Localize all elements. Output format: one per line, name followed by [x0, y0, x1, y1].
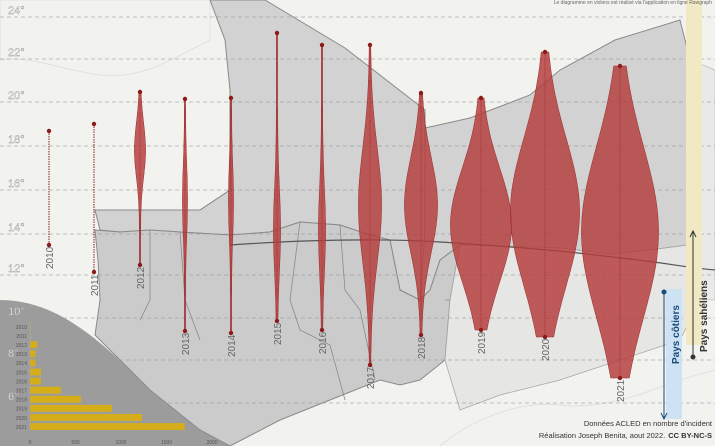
violin-top-dot-2016	[319, 42, 325, 48]
bar-tick-2000: 2000	[206, 440, 217, 446]
violin-bottom-dot-2010	[46, 242, 52, 248]
bar-2021	[30, 423, 185, 430]
violin-year-label-2011: 2011	[90, 274, 101, 296]
violin-year-label-2020: 2020	[541, 338, 552, 361]
bar-label-2010: 2010	[16, 325, 27, 331]
violin-top-dot-2019	[478, 95, 484, 101]
bar-label-2018: 2018	[16, 398, 27, 404]
bar-tick-0: 0	[29, 440, 32, 446]
bar-label-2012: 2012	[16, 343, 27, 349]
violin-top-dot-2021	[617, 63, 623, 69]
coastal-arrow-dot	[661, 289, 667, 295]
lat-label: 12°	[8, 263, 25, 275]
violin-year-label-2017: 2017	[366, 366, 377, 389]
lat-label: 22°	[8, 47, 25, 59]
bar-2012	[30, 341, 38, 349]
violin-year-label-2016: 2016	[318, 331, 329, 354]
bar-label-2020: 2020	[16, 416, 27, 422]
sahel-band	[686, 0, 702, 345]
sahel-arrow-head	[689, 229, 697, 238]
bar-label-2016: 2016	[16, 379, 27, 385]
bar-2020	[30, 414, 142, 421]
sahel-arrow-dot	[690, 354, 696, 360]
bar-label-2011: 2011	[16, 334, 27, 340]
bar-label-2015: 2015	[16, 370, 27, 376]
bar-2018	[30, 395, 81, 403]
coastal-legend-label: Pays côtiers	[671, 305, 682, 364]
violin-bottom-dot-2021	[617, 375, 623, 381]
violin-top-dot-2013	[182, 96, 188, 102]
violin-year-label-2014: 2014	[227, 334, 238, 357]
bar-tick-1500: 1500	[161, 440, 172, 446]
lat-label: 24°	[8, 5, 25, 17]
bar-label-2019: 2019	[16, 407, 27, 413]
coastal-arrow-head	[660, 412, 668, 421]
violin-top-dot-2012	[137, 89, 143, 95]
violin-bottom-dot-2018	[418, 332, 424, 338]
lat-label: 20°	[8, 90, 25, 102]
bar-2017	[30, 386, 61, 394]
north-outline	[0, 0, 211, 77]
lat-label: 6°	[8, 391, 19, 403]
bar-2016	[30, 377, 41, 385]
violin-shape-2020	[510, 51, 580, 338]
bar-label-2017: 2017	[16, 389, 27, 395]
violin-bottom-dot-2011	[91, 269, 97, 275]
lat-label: 16°	[8, 178, 25, 190]
bar-label-2014: 2014	[16, 361, 27, 367]
bar-2013	[30, 350, 36, 358]
violin-shape-2019	[450, 97, 512, 331]
violin-bottom-dot-2014	[228, 330, 234, 336]
violin-top-dot-2017	[367, 42, 373, 48]
violin-shape-2021	[581, 65, 659, 379]
bar-chart-inset: 2010 2011 2012 2013 2014 2015 2016 2017 2018 2019…	[16, 322, 218, 446]
violin-top-dot-2020	[542, 49, 548, 55]
top-note: Le diagramme en violons est réalisé via …	[554, 0, 712, 6]
violin-top-dot-2014	[228, 95, 234, 101]
south-outline	[439, 369, 715, 446]
bar-tick-500: 500	[71, 440, 80, 446]
violin-year-label-2018: 2018	[417, 336, 428, 359]
coastal-band	[666, 289, 682, 419]
violin-year-label-2013: 2013	[181, 332, 192, 355]
bar-label-2013: 2013	[16, 352, 27, 358]
violin-year-label-2019: 2019	[477, 331, 488, 354]
violin-year-label-2015: 2015	[273, 322, 284, 345]
lat-label: 8°	[8, 348, 19, 360]
bar-2015	[30, 368, 41, 376]
violin-top-dot-2018	[418, 90, 424, 96]
violin-bottom-dot-2017	[367, 362, 373, 368]
violin-bottom-dot-2016	[319, 327, 325, 333]
credit-license: CC BY-NC-S	[668, 431, 712, 440]
violin-series: 2010 2011 2012 2013 2014 2015 2016 2017 2018 2019…	[45, 30, 659, 402]
violin-top-dot-2010	[46, 128, 52, 134]
violin-bottom-dot-2012	[137, 262, 143, 268]
violin-year-label-2012: 2012	[136, 266, 147, 289]
credit-line-1: Données ACLED en nombre d'incident	[584, 419, 713, 428]
credit-author: Réalisation Joseph Benita, aout 2022.	[539, 431, 665, 440]
violin-bottom-dot-2013	[182, 328, 188, 334]
violin-bottom-dot-2020	[542, 334, 548, 340]
violin-year-label-2010: 2010	[45, 246, 56, 269]
bar-tick-1000: 1000	[115, 440, 126, 446]
credit-line-2: Réalisation Joseph Benita, aout 2022.CC …	[539, 431, 712, 440]
bar-2019	[30, 404, 112, 412]
violin-bottom-dot-2015	[274, 318, 280, 324]
lat-label: 18°	[8, 134, 25, 146]
lat-label: 10°	[8, 306, 25, 318]
bar-label-2021: 2021	[16, 425, 27, 431]
sahel-legend-label: Pays sahéliens	[699, 280, 710, 352]
bar-2014	[30, 359, 36, 367]
lat-label: 14°	[8, 222, 25, 234]
violin-year-label-2021: 2021	[616, 379, 627, 402]
violin-top-dot-2015	[274, 30, 280, 36]
violin-bottom-dot-2019	[478, 327, 484, 333]
violin-top-dot-2011	[91, 121, 97, 127]
